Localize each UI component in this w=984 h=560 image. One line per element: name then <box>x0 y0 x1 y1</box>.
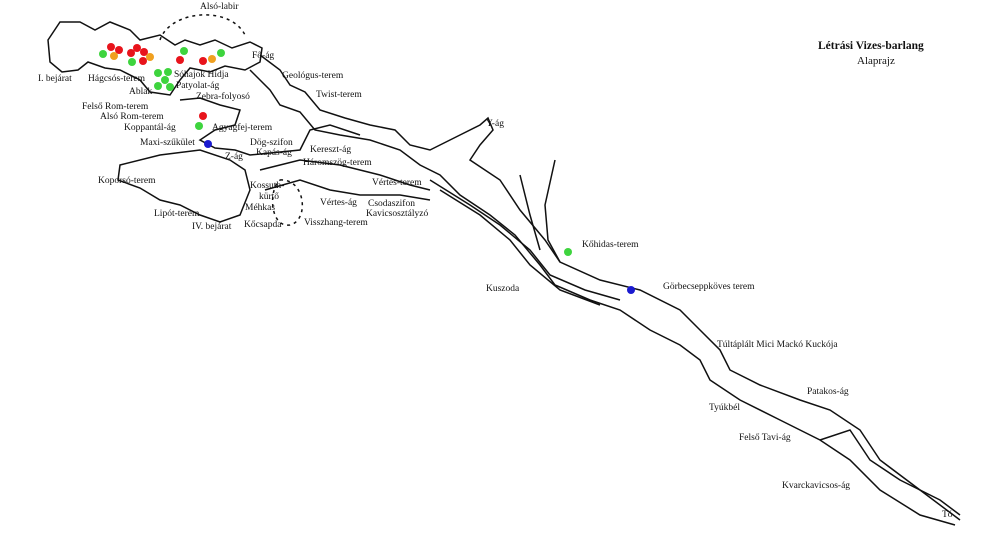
place-label: kürtő <box>259 192 280 202</box>
green-marker <box>166 83 174 91</box>
place-label: Felső Rom-terem <box>82 102 149 112</box>
place-label: Ablak <box>129 87 153 97</box>
place-label: Túltáplált Mici Mackó Kuckója <box>717 340 838 350</box>
place-label: Vértes-ág <box>320 198 357 208</box>
green-marker <box>99 50 107 58</box>
place-label: Agyagfej-terem <box>212 123 273 133</box>
passage-outline <box>264 179 431 201</box>
place-label: Felső Tavi-ág <box>739 433 791 443</box>
orange-marker <box>146 53 154 61</box>
red-marker <box>115 46 123 54</box>
place-label: Y-ág <box>486 119 504 129</box>
passage-outline <box>819 429 961 516</box>
blue-marker <box>627 286 635 294</box>
passage-outline <box>429 179 621 301</box>
place-label: Fő-ág <box>252 51 275 61</box>
place-label: Tó <box>942 510 953 520</box>
red-marker <box>199 57 207 65</box>
green-marker <box>195 122 203 130</box>
place-label: Csodaszifon <box>368 199 415 209</box>
red-marker <box>127 49 135 57</box>
place-label: Koppantál-ág <box>124 123 176 133</box>
place-label: Zebra-folyosó <box>196 92 250 102</box>
place-label: Hágcsós-terem <box>88 74 145 84</box>
place-label: Tyúkbél <box>709 403 740 413</box>
place-label: Kereszt-ág <box>310 145 352 155</box>
place-label: IV. bejárat <box>192 222 232 232</box>
red-marker <box>133 44 141 52</box>
green-marker <box>128 58 136 66</box>
passage-outline <box>47 21 263 96</box>
blue-marker <box>204 140 212 148</box>
place-label: Maxi-szűkület <box>140 138 195 148</box>
orange-marker <box>208 55 216 63</box>
green-marker <box>164 68 172 76</box>
passage-outline <box>259 159 431 191</box>
place-label: Kőhidas-terem <box>582 240 639 250</box>
red-marker <box>176 56 184 64</box>
passage-outline <box>259 54 961 521</box>
place-label: Visszhang-terem <box>304 218 368 228</box>
map-title: Létrási Vizes-barlang <box>818 40 924 52</box>
passage-outline <box>117 149 251 223</box>
passage-outline <box>439 189 601 306</box>
place-label: Alsó-labir <box>200 2 239 12</box>
place-label: Dög-szifon <box>250 138 293 148</box>
red-marker <box>140 48 148 56</box>
green-marker <box>564 248 572 256</box>
place-label: Twist-terem <box>316 90 362 100</box>
place-label: Koporsó-terem <box>98 176 156 186</box>
place-label: Kőcsapda <box>244 220 282 230</box>
place-label: Kapás-ág <box>256 148 292 158</box>
place-label: Háromszög-terem <box>303 158 372 168</box>
place-label: Kavicsosztályzó <box>366 209 429 219</box>
passage-outline <box>544 159 561 263</box>
place-label: Kvarckavicsos-ág <box>782 481 851 491</box>
place-label: Patakos-ág <box>807 387 849 397</box>
red-marker <box>107 43 115 51</box>
green-marker <box>180 47 188 55</box>
passage-outline <box>249 69 956 526</box>
green-marker <box>154 69 162 77</box>
passage-outline <box>519 174 541 251</box>
place-label: I. bejárat <box>38 74 72 84</box>
map-subtitle: Alaprajz <box>857 55 895 67</box>
place-label: Patyolat-ág <box>176 81 220 91</box>
place-label: Lipót-terem <box>154 209 200 219</box>
red-marker <box>199 112 207 120</box>
place-label: Kuszoda <box>486 284 520 294</box>
place-label: Kossuth- <box>250 181 285 191</box>
place-label: Vértes-terem <box>372 178 422 188</box>
orange-marker <box>110 52 118 60</box>
place-label: Méhkas <box>245 203 276 213</box>
green-marker <box>154 82 162 90</box>
green-marker <box>161 76 169 84</box>
place-label: Geológus-terem <box>282 71 344 81</box>
green-marker <box>217 49 225 57</box>
place-label: Alsó Rom-terem <box>100 112 164 122</box>
passage-outline <box>159 14 246 41</box>
place-label: Görbecseppköves terem <box>663 282 755 292</box>
place-label: Sóhajok Hídja <box>174 70 229 80</box>
place-label: Z-ág <box>225 152 243 162</box>
red-marker <box>139 57 147 65</box>
